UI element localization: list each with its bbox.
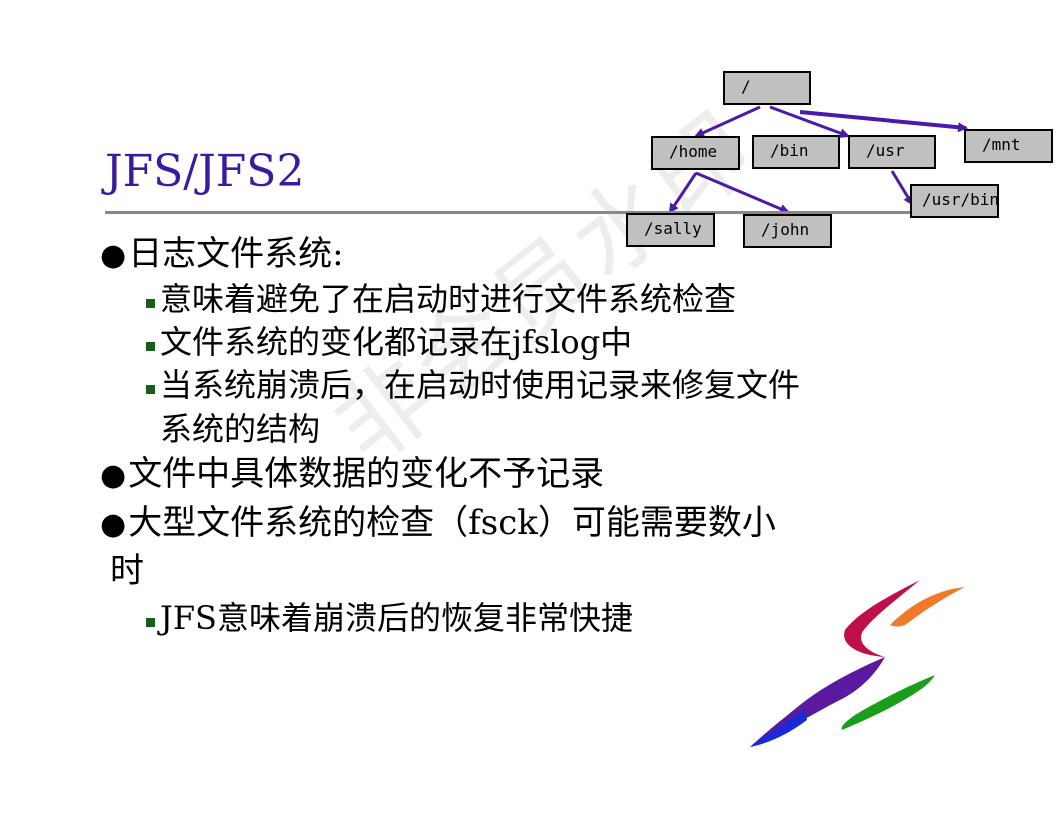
square-bullet-icon xyxy=(146,342,155,351)
bullet-fsck-hours: ●大型文件系统的检查（fsck）可能需要数小 xyxy=(100,506,776,540)
sub-bullet-3-continuation: 系统的结构 xyxy=(160,410,321,448)
sub-bullet-1: 意味着避免了在启动时进行文件系统检查 xyxy=(146,283,736,315)
bullet-journaling: ●日志文件系统: xyxy=(100,237,344,271)
tree-node-mnt: /mnt xyxy=(964,129,1053,163)
arrow-usr-usrbin xyxy=(890,170,914,206)
tree-node-bin: /bin xyxy=(752,135,840,169)
tree-node-sally: /sally xyxy=(626,213,715,247)
bullet-dot-icon: ● xyxy=(100,458,127,493)
sub-bullet-fast-recovery: JFS意味着崩溃后的恢复非常快捷 xyxy=(146,602,633,634)
sub-bullet-text: JFS意味着崩溃后的恢复非常快捷 xyxy=(160,599,633,637)
arrow-home-john xyxy=(695,171,790,214)
arrow-root-home xyxy=(694,105,761,138)
square-bullet-icon xyxy=(146,618,155,627)
bullet-dot-icon: ● xyxy=(100,238,127,273)
arrow-home-sally xyxy=(668,172,698,214)
bullet-dot-icon: ● xyxy=(100,507,127,542)
tree-node-usr: /usr xyxy=(848,135,936,169)
arrow-root-mnt xyxy=(799,110,968,133)
bullet-text: 日志文件系统: xyxy=(128,234,344,274)
sub-bullet-text: 当系统崩溃后，在启动时使用记录来修复文件 xyxy=(160,366,801,404)
swoosh-logo-icon xyxy=(750,580,965,747)
sub-bullet-3: 当系统崩溃后，在启动时使用记录来修复文件 xyxy=(146,369,800,401)
tree-node-root: / xyxy=(723,71,811,105)
arrow-root-usr xyxy=(769,105,850,138)
sub-bullet-2: 文件系统的变化都记录在jfslog中 xyxy=(146,326,632,358)
sub-bullet-text: 意味着避免了在启动时进行文件系统检查 xyxy=(160,280,737,318)
bullet-text: 文件中具体数据的变化不予记录 xyxy=(128,454,605,494)
tree-node-home: /home xyxy=(651,136,740,170)
square-bullet-icon xyxy=(146,385,155,394)
sub-bullet-text: 文件系统的变化都记录在jfslog中 xyxy=(160,323,633,361)
bullet-fsck-continuation: 时 xyxy=(110,551,144,591)
bullet-data-not-logged: ●文件中具体数据的变化不予记录 xyxy=(100,457,604,491)
tree-arrows xyxy=(668,105,968,214)
square-bullet-icon xyxy=(146,299,155,308)
bullet-text: 大型文件系统的检查（fsck）可能需要数小 xyxy=(128,503,776,543)
slide-title: JFS/JFS2 xyxy=(105,146,305,197)
tree-node-john: /john xyxy=(743,214,832,248)
title-divider xyxy=(105,211,995,214)
tree-node-usr-bin: /usr/bin xyxy=(910,184,999,218)
